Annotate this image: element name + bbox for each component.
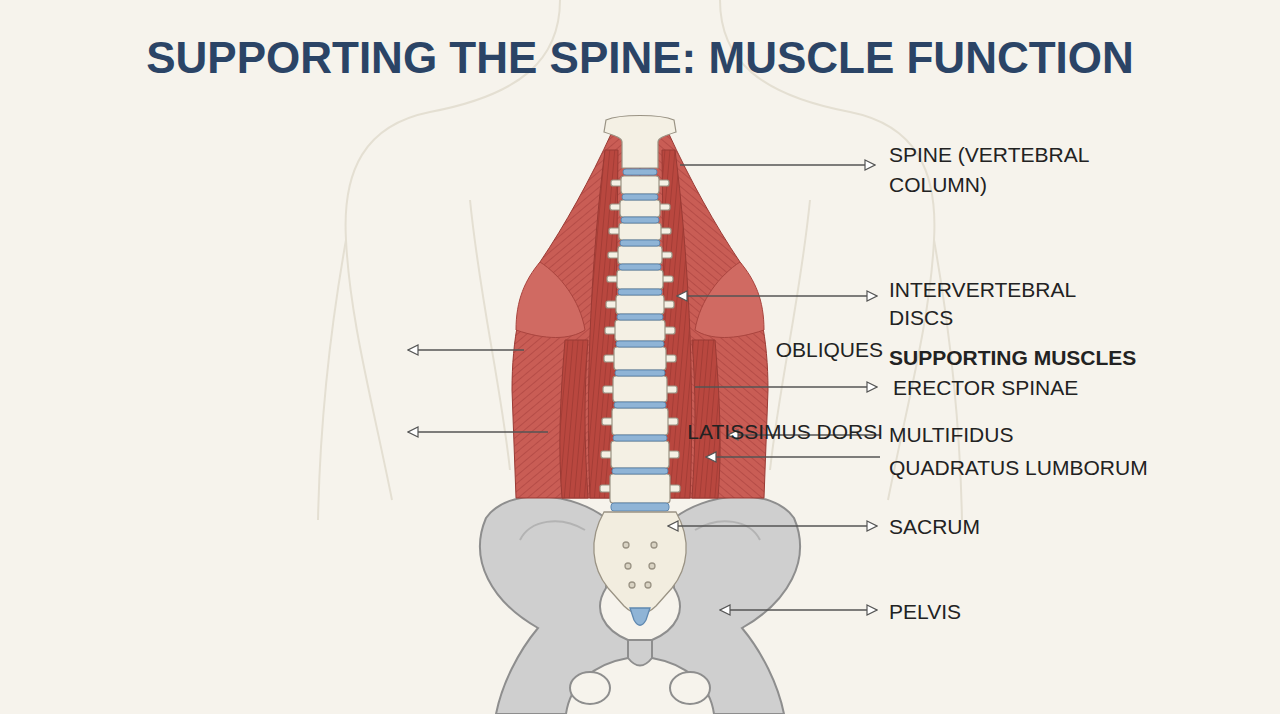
vertebral-column — [612, 408, 668, 435]
part-label: MULTIFIDUS — [889, 420, 1013, 450]
vertebral-column — [617, 270, 663, 289]
intervertebral-discs — [613, 435, 667, 441]
leader-line — [695, 386, 877, 388]
back-muscles — [512, 132, 768, 498]
intervertebral-discs — [612, 468, 668, 474]
vertebral-column — [600, 116, 680, 504]
intervertebral-discs — [619, 264, 661, 270]
vertebral-column — [616, 295, 664, 314]
intervertebral-discs — [618, 289, 662, 295]
sacrum-bone — [594, 512, 686, 625]
vertebral-column — [621, 176, 659, 194]
part-label: QUADRATUS LUMBORUM — [889, 453, 1148, 483]
leader-line — [720, 609, 877, 611]
intervertebral-discs — [617, 314, 663, 320]
sacrum-bone — [629, 582, 635, 588]
back-muscles — [692, 340, 720, 498]
intervertebral-discs — [623, 169, 657, 175]
vertebral-column — [620, 200, 660, 217]
sacrum-bone — [630, 608, 650, 625]
vertebral-column — [614, 347, 666, 370]
intervertebral-discs — [622, 194, 658, 200]
leader-line — [408, 165, 880, 610]
sacrum-bone — [649, 563, 655, 569]
intervertebral-discs — [620, 240, 660, 246]
title: SUPPORTING THE SPINE: MUSCLE FUNCTION — [0, 30, 1280, 86]
body-silhouette — [470, 200, 510, 470]
back-muscles — [516, 262, 585, 338]
vertebral-column — [615, 320, 665, 341]
pelvis-bone — [695, 521, 760, 540]
vertebral-column — [611, 441, 669, 468]
leader-line — [677, 295, 877, 297]
vertebral-column — [619, 223, 661, 240]
part-label: ERECTOR SPINAE — [893, 373, 1078, 403]
back-muscles — [695, 262, 764, 338]
leader-line — [668, 525, 877, 527]
intervertebral-discs — [621, 217, 659, 223]
pelvis-bone — [670, 672, 710, 704]
part-label: SPINE (VERTEBRAL COLUMN) — [889, 140, 1139, 200]
part-label: INTERVERTEBRAL DISCS — [889, 276, 1089, 332]
sacrum-bone — [594, 512, 686, 614]
intervertebral-discs — [616, 341, 664, 347]
part-label: SACRUM — [889, 512, 980, 542]
pelvis-bone — [520, 521, 585, 540]
part-label: PELVIS — [889, 597, 961, 627]
intervertebral-discs — [614, 402, 666, 408]
leader-line — [706, 456, 880, 458]
intervertebral-discs — [611, 503, 669, 511]
part-label: LATISSIMUS DORSI — [687, 417, 883, 447]
sacrum-bone — [645, 582, 651, 588]
vertebral-column — [618, 246, 662, 264]
intervertebral-discs — [615, 370, 665, 376]
leader-line — [408, 349, 524, 351]
pelvis-bone — [480, 496, 800, 714]
body-silhouette — [318, 240, 346, 520]
sacrum-bone — [651, 542, 657, 548]
vertebral-column — [613, 376, 667, 402]
vertebral-column — [610, 474, 670, 503]
back-muscles — [560, 340, 588, 498]
pelvis-bone — [570, 672, 610, 704]
sacrum-bone — [623, 542, 629, 548]
group-heading: SUPPORTING MUSCLES — [889, 343, 1136, 373]
pelvis-bone — [628, 640, 652, 666]
leader-line — [408, 431, 548, 433]
sacrum-bone — [625, 563, 631, 569]
vertebral-column — [604, 116, 676, 169]
intervertebral-discs — [611, 169, 669, 511]
leader-line — [680, 164, 875, 166]
part-label: OBLIQUES — [776, 335, 883, 365]
